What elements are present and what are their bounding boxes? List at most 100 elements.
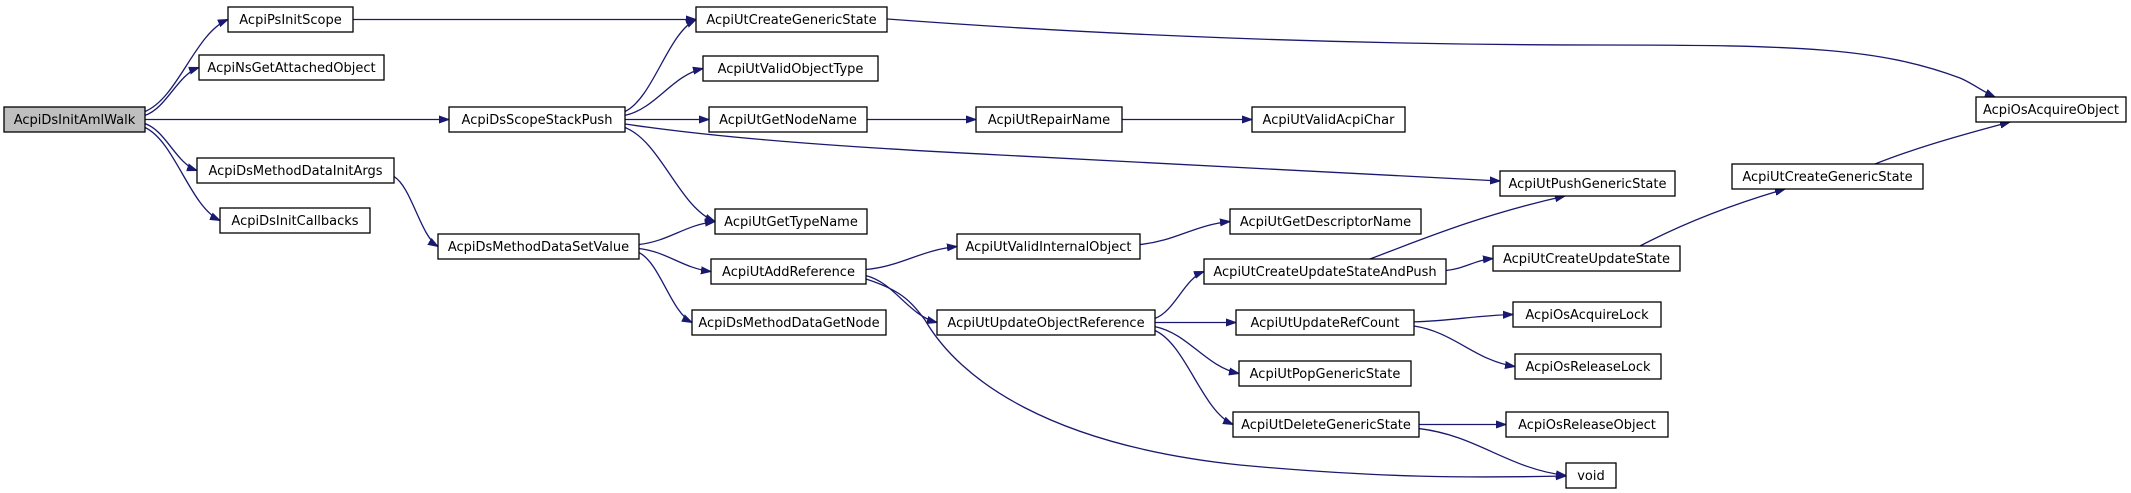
node-box	[710, 258, 867, 285]
node-label: AcpiUtGetTypeName	[724, 215, 858, 230]
node-label: AcpiUtCreateUpdateState	[1503, 252, 1670, 267]
node-acpiutupdaterefcount[interactable]: AcpiUtUpdateRefCount	[1235, 309, 1415, 336]
edge-acpidsmethoddatasetvalue-to-acpiutaddreference	[638, 247, 711, 272]
node-acpiutvalidinternalobject[interactable]: AcpiUtValidInternalObject	[956, 233, 1141, 260]
node-acpiutupdateobjectreference[interactable]: AcpiUtUpdateObjectReference	[936, 309, 1156, 336]
node-acpiutgetnodename[interactable]: AcpiUtGetNodeName	[708, 106, 868, 133]
node-box	[714, 208, 868, 235]
edge-acpidsscopestackpush-to-acpiutpushgenericstate	[624, 123, 1500, 181]
nodes-layer: AcpiDsInitAmlWalk AcpiPsInitScopeAcpiNsGe…	[3, 6, 2127, 489]
node-acpidsscopestackpush[interactable]: AcpiDsScopeStackPush	[448, 106, 626, 133]
edge-acpidsscopestackpush-to-acpiutcreategenericstate-1	[624, 20, 696, 113]
node-label: AcpiUtAddReference	[722, 265, 855, 280]
node-acpiutvalidacpichar[interactable]: AcpiUtValidAcpiChar	[1251, 106, 1406, 133]
node-box	[437, 233, 640, 260]
node-label: AcpiDsMethodDataGetNode	[698, 316, 879, 331]
node-box	[936, 309, 1156, 336]
edge-acpiutupdaterefcount-to-acpiosreleaselock	[1413, 325, 1515, 366]
edge-acpidsinitamlwalk-to-acpinsgetattachedobject	[144, 68, 199, 116]
edge-acpidsinitamlwalk-to-acpidsmethoddatainitargs	[144, 122, 197, 172]
edge-acpiutcreategenericstate-2-to-acpiosacquireobject	[1874, 122, 2010, 165]
node-acpiutpushgenericstate[interactable]: AcpiUtPushGenericState	[1499, 170, 1676, 197]
edge-acpiutupdateobjectreference-to-acpiutpopgenericstate	[1154, 325, 1239, 374]
edge-acpiutupdateobjectreference-to-acpiutdeletegenericstate	[1154, 329, 1233, 425]
node-box	[1565, 462, 1617, 489]
edge-acpiutupdateobjectreference-to-acpiutcreateupdatestateandpush	[1154, 270, 1204, 320]
edge-acpiutcreateupdatestate-to-acpiutcreategenericstate-2	[1639, 189, 1785, 247]
node-acpiutcreateupdatestate[interactable]: AcpiUtCreateUpdateState	[1492, 245, 1681, 272]
node-label: AcpiUtValidObjectType	[718, 62, 864, 77]
node-box	[1203, 258, 1447, 285]
edge-acpiutcreategenericstate-1-to-acpiosacquireobject	[886, 18, 1995, 97]
node-acpiosreleaselock[interactable]: AcpiOsReleaseLock	[1514, 353, 1662, 380]
node-box	[1232, 411, 1420, 438]
edge-acpiutvalidinternalobject-to-acpiutgetdescriptorname	[1139, 222, 1230, 246]
edges-layer	[144, 18, 2010, 477]
node-acpiutdeletegenericstate[interactable]: AcpiUtDeleteGenericState	[1232, 411, 1420, 438]
node-box	[1492, 245, 1681, 272]
edge-acpidsmethoddatasetvalue-to-acpidsmethoddatagetnode	[638, 251, 692, 323]
node-acpiutvalidobjecttype[interactable]: AcpiUtValidObjectType	[702, 55, 879, 82]
node-label: AcpiUtGetNodeName	[719, 113, 857, 128]
node-acpiutcreateupdatestateandpush[interactable]: AcpiUtCreateUpdateStateAndPush	[1203, 258, 1447, 285]
node-acpiosacquirelock[interactable]: AcpiOsAcquireLock	[1512, 301, 1662, 328]
node-acpiosacquireobject[interactable]: AcpiOsAcquireObject	[1975, 96, 2127, 123]
node-box	[695, 6, 888, 33]
node-label: AcpiPsInitScope	[239, 13, 341, 28]
node-label: AcpiUtRepairName	[988, 113, 1110, 128]
node-acpinsgetattachedobject[interactable]: AcpiNsGetAttachedObject	[198, 54, 385, 81]
node-box	[3, 106, 146, 133]
node-acpiutcreategenericstate-1[interactable]: AcpiUtCreateGenericState	[695, 6, 888, 33]
node-box	[708, 106, 868, 133]
node-label: AcpiDsInitAmlWalk	[14, 113, 136, 128]
node-acpidsinitcallbacks[interactable]: AcpiDsInitCallbacks	[219, 207, 371, 234]
node-label: AcpiUtUpdateObjectReference	[947, 316, 1144, 331]
node-acpiutpopgenericstate[interactable]: AcpiUtPopGenericState	[1238, 360, 1412, 387]
node-box	[198, 54, 385, 81]
node-box	[956, 233, 1141, 260]
node-label: AcpiUtValidInternalObject	[965, 240, 1131, 255]
edge-acpiutaddreference-to-acpiutvalidinternalobject	[865, 247, 957, 271]
node-acpidsmethoddatainitargs[interactable]: AcpiDsMethodDataInitArgs	[196, 157, 395, 184]
node-label: AcpiUtCreateUpdateStateAndPush	[1213, 265, 1436, 280]
node-acpipsinitscope[interactable]: AcpiPsInitScope	[227, 6, 354, 33]
node-box	[227, 6, 354, 33]
edge-acpidsmethoddatasetvalue-to-acpiutgettypename	[638, 222, 715, 246]
node-void[interactable]: void	[1565, 462, 1617, 489]
node-acpiosreleaseobject[interactable]: AcpiOsReleaseObject	[1505, 411, 1669, 438]
node-label: AcpiDsMethodDataSetValue	[448, 240, 629, 255]
node-label: AcpiUtPopGenericState	[1250, 367, 1401, 382]
node-box	[219, 207, 371, 234]
edge-acpiutupdaterefcount-to-acpiosacquirelock	[1413, 315, 1513, 323]
node-box	[691, 309, 887, 336]
node-box	[1238, 360, 1412, 387]
node-box	[1514, 353, 1662, 380]
node-acpiutaddreference[interactable]: AcpiUtAddReference	[710, 258, 867, 285]
node-box	[196, 157, 395, 184]
edge-acpiutcreateupdatestateandpush-to-acpiutcreateupdatestate	[1445, 259, 1493, 272]
edge-acpiutdeletegenericstate-to-void	[1418, 427, 1566, 476]
node-box	[1505, 411, 1669, 438]
node-label: AcpiOsReleaseObject	[1518, 418, 1656, 433]
node-acpidsmethoddatasetvalue[interactable]: AcpiDsMethodDataSetValue	[437, 233, 640, 260]
node-label: AcpiUtCreateGenericState	[706, 13, 876, 28]
edge-acpidsscopestackpush-to-acpiutgettypename	[624, 126, 715, 223]
node-label: AcpiNsGetAttachedObject	[207, 61, 375, 76]
node-acpidsmethoddatagetnode[interactable]: AcpiDsMethodDataGetNode	[691, 309, 887, 336]
node-acpiutgetdescriptorname[interactable]: AcpiUtGetDescriptorName	[1229, 208, 1422, 235]
node-label: AcpiUtCreateGenericState	[1742, 170, 1912, 185]
node-label: AcpiDsInitCallbacks	[231, 214, 358, 229]
node-acpiutcreategenericstate-2[interactable]: AcpiUtCreateGenericState	[1731, 163, 1924, 190]
node-box	[1975, 96, 2127, 123]
node-acpiutgettypename[interactable]: AcpiUtGetTypeName	[714, 208, 868, 235]
node-label: AcpiDsMethodDataInitArgs	[208, 164, 382, 179]
node-box	[448, 106, 626, 133]
node-acpiutrepairname[interactable]: AcpiUtRepairName	[975, 106, 1123, 133]
node-label: AcpiUtDeleteGenericState	[1241, 418, 1411, 433]
edge-acpidsinitamlwalk-to-acpipsinitscope	[144, 18, 228, 113]
edge-acpiutaddreference-to-acpiutupdateobjectreference	[865, 274, 937, 323]
node-acpidsinitamlwalk[interactable]: AcpiDsInitAmlWalk	[3, 106, 146, 133]
node-box	[1499, 170, 1676, 197]
edge-acpidsscopestackpush-to-acpiutvalidobjecttype	[624, 69, 703, 117]
node-label: void	[1577, 469, 1605, 484]
